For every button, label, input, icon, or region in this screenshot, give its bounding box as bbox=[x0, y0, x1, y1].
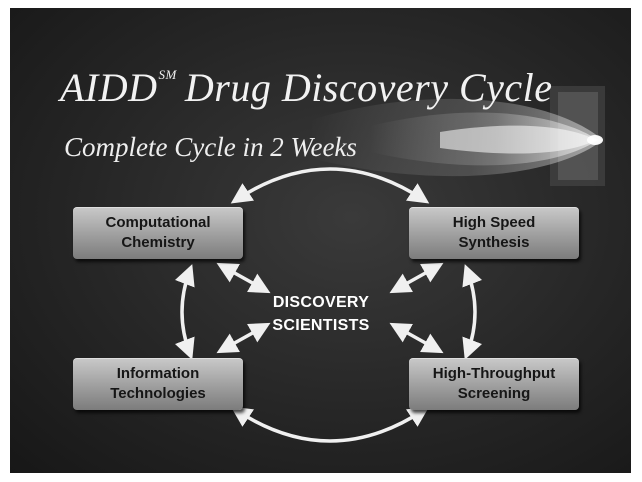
node-label-line1: Information bbox=[116, 365, 200, 382]
center-discovery-scientists: DISCOVERY SCIENTISTS bbox=[246, 291, 396, 337]
arrow-right-arc bbox=[462, 264, 483, 360]
arrow-center-synthesis bbox=[389, 262, 444, 294]
center-label-line2: SCIENTISTS bbox=[272, 317, 370, 334]
arrow-left-arc bbox=[174, 264, 195, 360]
arrow-bottom-arc bbox=[230, 406, 430, 443]
node-high-speed-synthesis: High Speed Synthesis bbox=[409, 207, 579, 259]
slide-title: AIDDSM Drug Discovery Cycle bbox=[60, 64, 553, 111]
node-label-line2: Synthesis bbox=[458, 234, 530, 251]
node-label-line1: Computational bbox=[105, 214, 211, 231]
title-main: AIDD bbox=[60, 65, 158, 110]
service-mark: SM bbox=[158, 67, 177, 82]
arrow-center-screening bbox=[389, 322, 444, 354]
cycle-arrows bbox=[174, 167, 483, 443]
node-label-line2: Screening bbox=[457, 385, 531, 402]
slide-subtitle: Complete Cycle in 2 Weeks bbox=[64, 132, 357, 162]
arrow-center-information bbox=[216, 322, 271, 354]
slide: AIDDSM Drug Discovery Cycle Complete Cycl… bbox=[10, 8, 631, 473]
node-computational-chemistry: Computational Chemistry bbox=[73, 207, 243, 259]
node-information-technologies: Information Technologies bbox=[73, 358, 243, 410]
arrow-top-arc bbox=[230, 167, 430, 204]
title-rest: Drug Discovery Cycle bbox=[184, 65, 553, 110]
node-label-line2: Chemistry bbox=[121, 234, 195, 251]
center-label-line1: DISCOVERY bbox=[272, 294, 370, 311]
arrow-center-computational bbox=[216, 262, 271, 294]
node-high-throughput-screening: High-Throughput Screening bbox=[409, 358, 579, 410]
node-label-line1: High-Throughput bbox=[432, 365, 556, 382]
decorative-swoosh bbox=[310, 86, 605, 186]
node-label-line1: High Speed bbox=[452, 214, 536, 231]
node-label-line2: Technologies bbox=[110, 385, 206, 402]
